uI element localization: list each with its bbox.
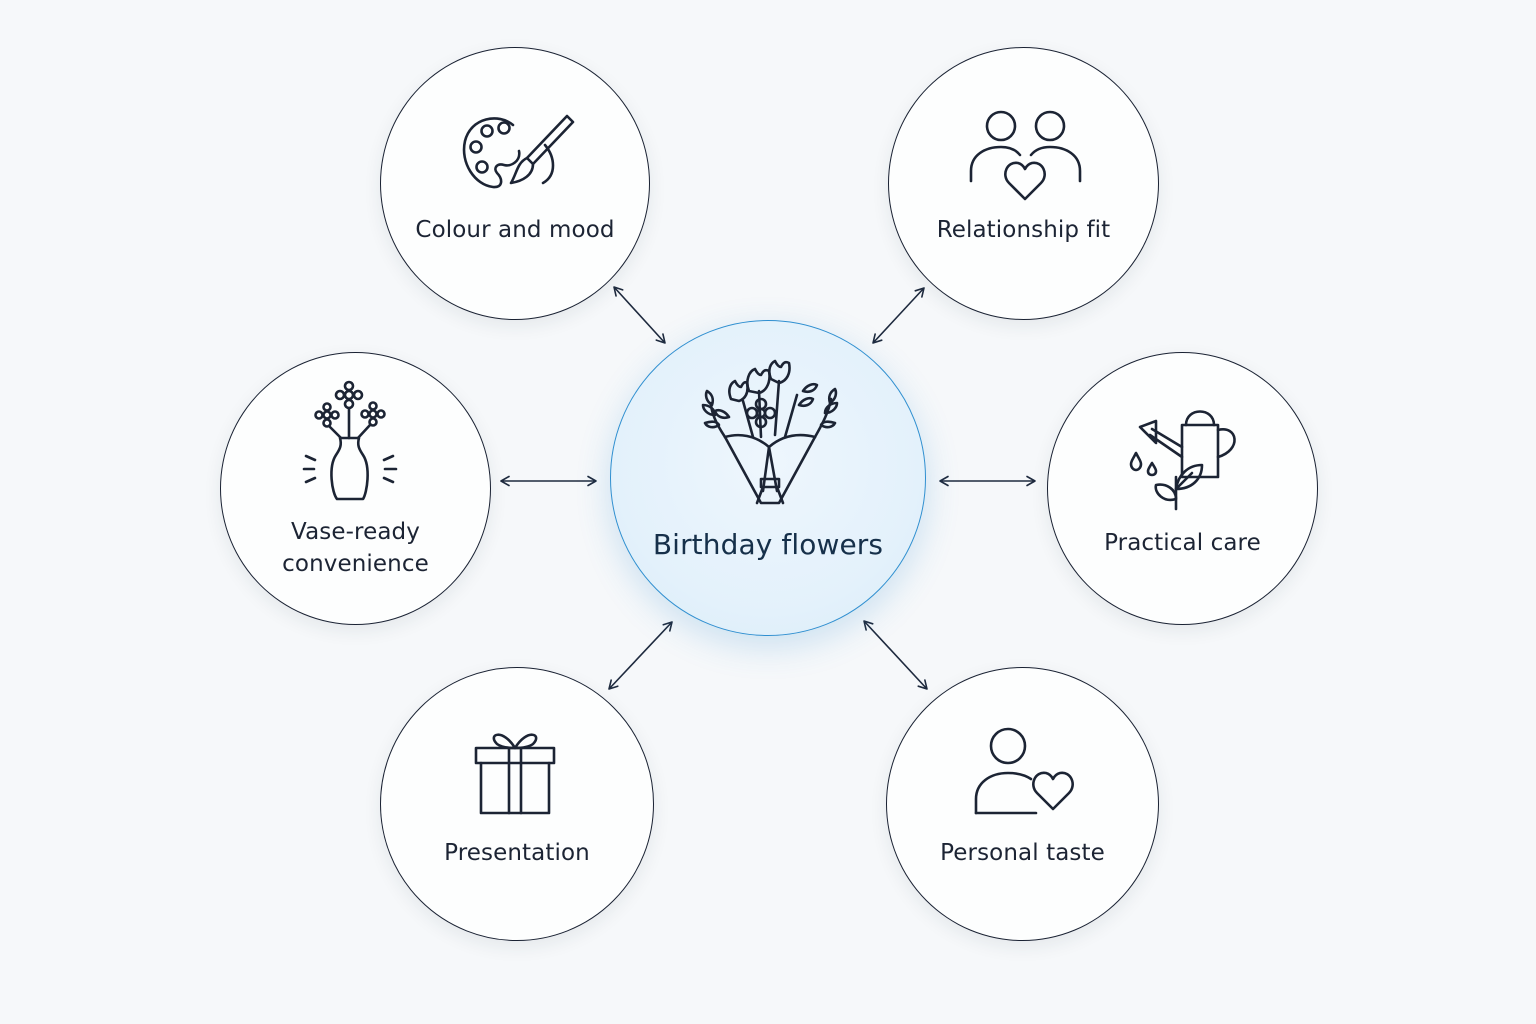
gift-box-icon: [474, 733, 556, 815]
node-relationship-fit: Relationship fit: [888, 47, 1159, 320]
node-colour-and-mood: Colour and mood: [380, 47, 650, 320]
node-label: Relationship fit: [936, 217, 1111, 243]
arrow-relation-center: [872, 287, 925, 344]
arrow-colour-center: [613, 286, 666, 344]
arrow-taste-center: [863, 620, 928, 690]
palette-brush-icon: [462, 114, 575, 189]
node-presentation: Presentation: [380, 667, 654, 941]
node-birthday-flowers-center: Birthday flowers: [610, 320, 926, 636]
watering-can-icon: [1129, 410, 1236, 511]
center-label: Birthday flowers: [652, 528, 884, 561]
node-practical-care: Practical care: [1047, 352, 1318, 625]
node-label-line2: convenience: [282, 551, 429, 577]
node-vase-ready-convenience: Vase-ready convenience: [220, 352, 491, 625]
arrow-present-center: [608, 621, 673, 690]
node-label-line1: Vase-ready: [291, 519, 420, 545]
node-label: Colour and mood: [415, 217, 615, 243]
node-label: Personal taste: [940, 840, 1105, 866]
node-label: Presentation: [444, 840, 590, 866]
node-personal-taste: Personal taste: [886, 667, 1159, 941]
person-heart-icon: [974, 727, 1074, 815]
bouquet-icon: [701, 359, 839, 505]
people-heart-icon: [969, 110, 1082, 201]
flower-vase-icon: [302, 380, 398, 501]
node-label: Practical care: [1104, 530, 1261, 556]
